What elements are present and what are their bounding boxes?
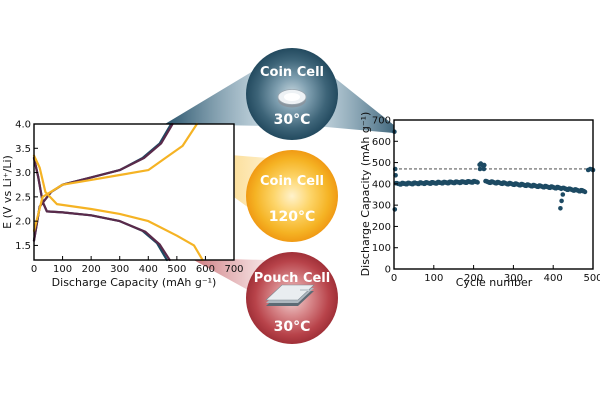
y-tick-label: 0 [385, 265, 391, 276]
plot-area-background [34, 124, 234, 260]
badge-temp: 120°C [269, 209, 316, 225]
x-tick-label: 600 [196, 264, 215, 275]
y-ticks: 1.5 2.0 2.5 3.0 3.5 4.0 [15, 120, 38, 252]
data-point [475, 180, 480, 185]
x-tick-label: 500 [583, 273, 600, 284]
data-point [392, 207, 398, 212]
voltage-curves [32, 122, 204, 262]
x-tick-label: 700 [224, 264, 243, 275]
y-tick-label: 4.0 [15, 120, 31, 131]
x-tick-label: 300 [110, 264, 129, 275]
y-axis-label: Discharge Capacity (mAh g⁻¹) [359, 112, 372, 277]
plot-area-background [394, 120, 593, 269]
data-point [558, 206, 563, 211]
badge-pouch-30: Pouch Cell 30°C [246, 252, 338, 344]
y-tick-label: 100 [372, 243, 391, 254]
x-tick-label: 300 [504, 273, 523, 284]
badge-circle [246, 150, 338, 242]
y-tick-label: 200 [372, 222, 391, 233]
badge-coin-120: Coin Cell 120°C [246, 150, 338, 242]
y-tick-label: 700 [372, 116, 391, 127]
capacity-points [392, 129, 596, 212]
data-point [481, 166, 487, 172]
x-tick-label: 0 [31, 264, 37, 275]
x-tick-label: 500 [167, 264, 186, 275]
x-tick-label: 200 [464, 273, 483, 284]
y-tick-label: 3.5 [15, 144, 31, 155]
data-point [477, 166, 483, 172]
coin-cell-icon [277, 89, 307, 108]
voltage-profile-chart: 0 100 200 300 400 500 600 700 1.5 2.0 2.5 3.0 3.5 4.… [1, 120, 244, 290]
curve-charge-2 [32, 122, 198, 232]
curve-discharge-2 [32, 154, 204, 262]
data-point [482, 162, 487, 168]
y-tick-label: 3.0 [15, 168, 31, 179]
y-axis-label: E (V vs Li⁺/Li) [1, 155, 14, 229]
data-point [582, 189, 588, 195]
x-tick-label: 400 [544, 273, 563, 284]
badge-coin-30: Coin Cell 30°C [246, 48, 338, 140]
badge-title: Coin Cell [260, 65, 324, 80]
badge-title: Pouch Cell [254, 271, 330, 286]
beam-coin-30-right [315, 62, 405, 134]
x-axis-label: Discharge Capacity (mAh g⁻¹) [52, 276, 217, 289]
x-ticks: 0 100 200 300 400 500 600 700 [31, 256, 244, 275]
x-ticks: 0 100 200 300 400 500 [391, 265, 600, 284]
x-tick-label: 100 [424, 273, 443, 284]
x-tick-label: 200 [82, 264, 101, 275]
y-tick-label: 600 [372, 137, 391, 148]
beam-coin-30-left [165, 62, 268, 126]
plot-frame [393, 119, 594, 270]
plot-frame [33, 123, 235, 261]
badge-temp: 30°C [274, 319, 311, 335]
data-point [560, 192, 566, 197]
y-tick-label: 400 [372, 179, 391, 190]
curve-charge-1 [32, 122, 174, 242]
badge-temp: 30°C [274, 112, 311, 128]
badge-title: Coin Cell [260, 174, 324, 189]
y-tick-label: 2.5 [15, 192, 31, 203]
y-ticks: 0 100 200 300 400 500 600 700 [372, 116, 398, 276]
curve-discharge-1 [32, 156, 171, 262]
y-tick-label: 1.5 [15, 241, 31, 252]
x-tick-label: 400 [139, 264, 158, 275]
data-point [559, 198, 564, 204]
y-tick-label: 2.0 [15, 217, 31, 228]
x-axis-label: Cycle number [456, 276, 533, 289]
x-tick-label: 0 [391, 273, 397, 284]
x-tick-label: 100 [53, 264, 72, 275]
y-tick-label: 300 [372, 201, 391, 212]
pouch-cell-icon [265, 284, 315, 306]
y-tick-label: 500 [372, 158, 391, 169]
